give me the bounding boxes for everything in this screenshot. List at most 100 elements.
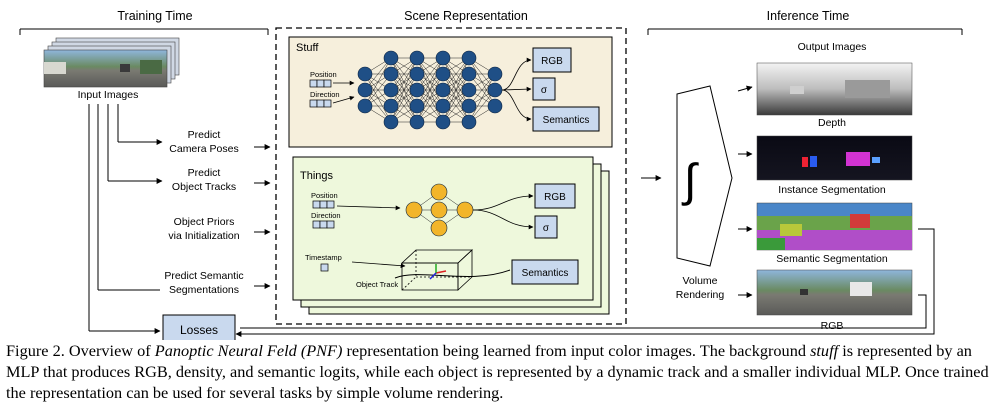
- stuff-mlp-network: [357, 50, 503, 130]
- network-edge: [416, 57, 444, 107]
- depth-output-image: [756, 62, 913, 116]
- network-node: [487, 82, 503, 98]
- network-node: [383, 98, 399, 114]
- object-track-box: [400, 249, 474, 291]
- caption-pnf: Panoptic Neural Feld (PNF): [154, 341, 343, 360]
- object-priors-line1: Object Priors: [174, 216, 235, 228]
- network-edge: [468, 73, 496, 123]
- predict-semantic-line2: Segmentations: [169, 284, 239, 296]
- things-sigma-box: [534, 215, 558, 239]
- header-training-time: Training Time: [117, 9, 192, 23]
- caption-text-3: is represented by an MLP that produces R…: [6, 341, 989, 402]
- network-node: [409, 66, 425, 82]
- network-node: [461, 82, 477, 98]
- feedback-to-losses: [235, 228, 935, 337]
- training-connectors: [88, 104, 163, 334]
- stuff-semantics-box: [532, 106, 600, 132]
- network-node: [383, 82, 399, 98]
- things-direction-vector: [312, 220, 335, 229]
- things-position-label: Position: [311, 191, 338, 200]
- stuff-sigma-label: σ: [541, 85, 548, 96]
- caption-text-2: representation being learned from input …: [342, 341, 811, 360]
- losses-box: [162, 314, 236, 340]
- network-node: [456, 201, 474, 219]
- things-timestamp-box: [320, 263, 329, 272]
- object-track-axis-red: [435, 270, 447, 274]
- network-node: [409, 98, 425, 114]
- caption-figure-label: Figure 2.: [6, 341, 65, 360]
- network-node: [383, 66, 399, 82]
- caption-stuff: stuff: [810, 341, 839, 360]
- things-direction-label: Direction: [311, 211, 341, 220]
- stuff-rgb-label: RGB: [541, 56, 563, 67]
- network-node: [435, 66, 451, 82]
- network-node: [461, 114, 477, 130]
- network-node: [409, 114, 425, 130]
- things-title: Things: [300, 170, 334, 182]
- network-node: [383, 50, 399, 66]
- network-node: [357, 66, 373, 82]
- predict-camera-line2: Camera Poses: [169, 143, 238, 155]
- network-edge: [390, 57, 418, 107]
- things-semantics-label: Semantics: [522, 268, 569, 279]
- network-edge: [364, 57, 392, 107]
- network-node: [383, 114, 399, 130]
- network-node: [461, 66, 477, 82]
- predict-tracks-line1: Predict: [188, 167, 221, 179]
- things-to-rgb-arrow: [472, 193, 534, 211]
- rgb-output-label: RGB: [821, 320, 844, 332]
- network-node: [435, 114, 451, 130]
- network-node: [487, 66, 503, 82]
- semantic-label: Semantic Segmentation: [776, 253, 888, 265]
- stuff-to-sigma-arrow: [501, 86, 532, 92]
- scene-representation-frame: [275, 27, 627, 325]
- stuff-direction-arrow: [332, 95, 355, 104]
- object-priors-line2: via Initialization: [168, 230, 239, 242]
- network-node: [405, 201, 423, 219]
- volume-rendering-shape: [676, 85, 733, 267]
- volume-rendering-line1: Volume: [682, 275, 717, 287]
- predict-semantic-line1: Predict Semantic: [164, 270, 243, 282]
- predict-tracks-line2: Object Tracks: [172, 181, 236, 193]
- losses-label: Losses: [180, 323, 218, 337]
- header-scene-representation: Scene Representation: [404, 9, 528, 23]
- things-rgb-label: RGB: [544, 192, 566, 203]
- things-position-vector: [312, 200, 335, 209]
- object-track-curve: [394, 269, 511, 279]
- things-timestamp-arrow: [351, 261, 406, 269]
- render-to-output-arrows: [737, 85, 753, 298]
- things-to-sigma-arrow: [472, 209, 534, 230]
- stuff-direction-vector: [309, 99, 332, 108]
- things-timestamp-label: Timestamp: [305, 253, 342, 262]
- network-node: [430, 183, 448, 201]
- things-position-arrow: [336, 205, 401, 211]
- stuff-to-semantics-arrow: [501, 89, 532, 122]
- stuff-to-rgb-arrow: [501, 57, 532, 91]
- network-node: [357, 98, 373, 114]
- integral-symbol: ∫: [681, 154, 699, 206]
- depth-label: Depth: [818, 117, 846, 129]
- network-node: [430, 219, 448, 237]
- figure-caption: Figure 2. Overview of Panoptic Neural Fe…: [6, 340, 996, 403]
- network-node: [461, 50, 477, 66]
- network-edge: [416, 73, 444, 123]
- network-node: [435, 50, 451, 66]
- things-mlp-network: [405, 183, 474, 237]
- stuff-direction-label: Direction: [310, 90, 340, 99]
- object-track-axis-blue: [429, 272, 437, 280]
- rgb-output-image: [756, 269, 913, 316]
- figure-diagram: Training Time Scene Representation Infer…: [19, 9, 963, 340]
- instance-output-image: [756, 135, 913, 181]
- stuff-title: Stuff: [296, 42, 319, 54]
- object-track-label: Object Track: [356, 280, 398, 289]
- stuff-sigma-box: [532, 77, 556, 101]
- network-node: [409, 50, 425, 66]
- network-node: [357, 82, 373, 98]
- stuff-rgb-box: [532, 47, 572, 73]
- network-edge: [390, 73, 418, 123]
- stuff-position-vector: [309, 79, 332, 88]
- instance-label: Instance Segmentation: [778, 184, 886, 196]
- semantic-output-image: [756, 202, 913, 251]
- network-edge: [442, 57, 470, 107]
- things-sigma-label: σ: [543, 223, 550, 234]
